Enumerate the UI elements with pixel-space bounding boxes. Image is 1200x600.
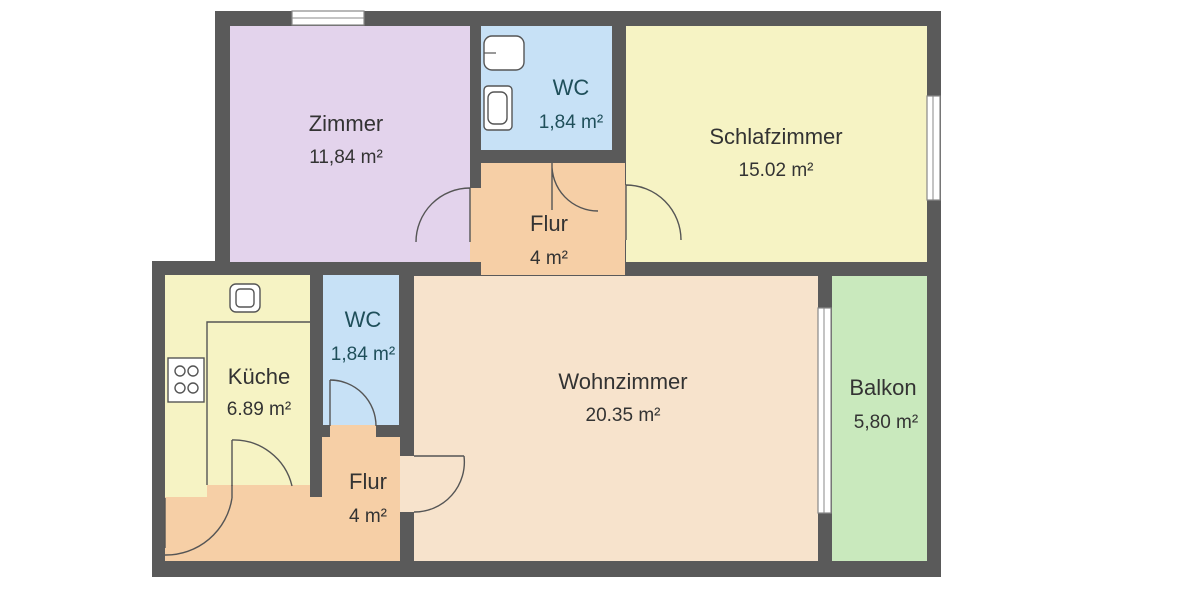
room-label-flur-top: Flur xyxy=(530,211,568,236)
room-wc-bottom xyxy=(323,275,399,425)
room-label-kueche: Küche xyxy=(228,364,290,389)
door-wohnzimmer xyxy=(413,455,466,513)
room-area-balkon: 5,80 m² xyxy=(854,412,918,433)
door-wc-top xyxy=(551,162,599,212)
room-flur-bottom-link xyxy=(207,485,310,499)
room-zimmer xyxy=(230,26,470,262)
room-area-wc-bottom: 1,84 m² xyxy=(331,344,395,365)
room-label-zimmer: Zimmer xyxy=(309,111,384,136)
room-label-wohnzimmer: Wohnzimmer xyxy=(558,369,687,394)
stove-burner-icon xyxy=(174,382,186,394)
room-flur-top xyxy=(481,163,625,275)
room-area-wohnzimmer: 20.35 m² xyxy=(586,405,661,426)
room-label-schlafzimmer: Schlafzimmer xyxy=(709,124,842,149)
door-gap-wohnzimmer xyxy=(400,456,414,512)
room-area-wc-top: 1,84 m² xyxy=(539,112,603,133)
room-label-flur-bottom: Flur xyxy=(349,469,387,494)
door-kueche xyxy=(231,439,293,487)
room-area-kueche: 6.89 m² xyxy=(227,399,291,420)
door-wc-bottom xyxy=(329,379,377,427)
kitchen-counter xyxy=(206,321,310,485)
door-entrance xyxy=(164,485,233,556)
room-area-flur-top: 4 m² xyxy=(530,248,568,269)
room-label-balkon: Balkon xyxy=(849,375,916,400)
room-label-wc-top: WC xyxy=(553,75,590,100)
room-area-flur-bottom: 4 m² xyxy=(349,506,387,527)
stove-burner-icon xyxy=(174,365,186,377)
room-balkon xyxy=(832,276,927,561)
room-kueche-lower xyxy=(165,485,207,497)
door-zimmer xyxy=(415,187,471,243)
room-schlafzimmer xyxy=(626,26,927,262)
room-area-schlafzimmer: 15.02 m² xyxy=(739,160,814,181)
room-flur-top-right-patch xyxy=(612,185,626,240)
stove-burner-icon xyxy=(187,382,199,394)
room-label-wc-bottom: WC xyxy=(345,307,382,332)
stove-burner-icon xyxy=(187,365,199,377)
room-flur-top-left-patch xyxy=(470,188,482,262)
stove-icon xyxy=(167,357,205,403)
door-gap-wc-bottom xyxy=(330,425,376,437)
room-wohnzimmer xyxy=(414,276,818,561)
room-area-zimmer: 11,84 m² xyxy=(309,147,383,168)
door-schlafzimmer xyxy=(625,184,682,241)
kitchen-sink-basin-icon xyxy=(235,288,255,308)
room-flur-bottom-right xyxy=(322,437,400,561)
sink-basin-icon xyxy=(487,91,508,125)
